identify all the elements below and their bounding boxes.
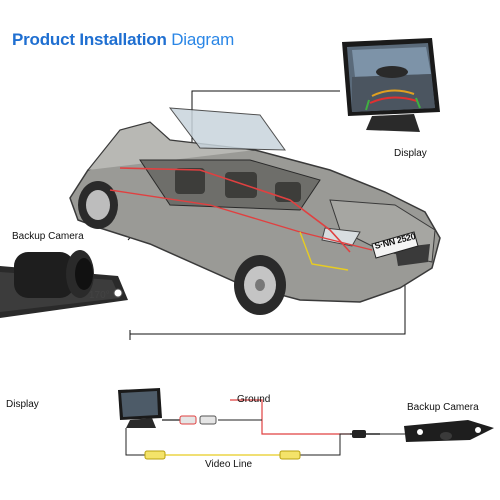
- title-bold: Product Installation: [12, 30, 167, 49]
- label-video-line: Video Line: [205, 459, 253, 470]
- backup-camera-right-icon: [404, 420, 494, 442]
- backup-camera-left-icon: [0, 250, 128, 318]
- connectors: [144, 415, 366, 460]
- label-display-top: Display: [394, 148, 427, 159]
- label-display-bottom: Display: [6, 399, 39, 410]
- wiring-lines: [125, 399, 405, 456]
- label-backup-camera-right: Backup Camera: [407, 402, 479, 413]
- title-light: Diagram: [171, 30, 235, 49]
- label-ground: Ground: [237, 394, 271, 405]
- bottom-monitor-icon: [118, 388, 162, 428]
- label-viewing-angle: 170°: [89, 290, 110, 301]
- page-title: Product Installation Diagram: [12, 30, 234, 50]
- monitor-top-icon: [342, 38, 440, 132]
- car-icon: [69, 107, 441, 315]
- label-backup-camera-left: Backup Camera: [12, 231, 84, 242]
